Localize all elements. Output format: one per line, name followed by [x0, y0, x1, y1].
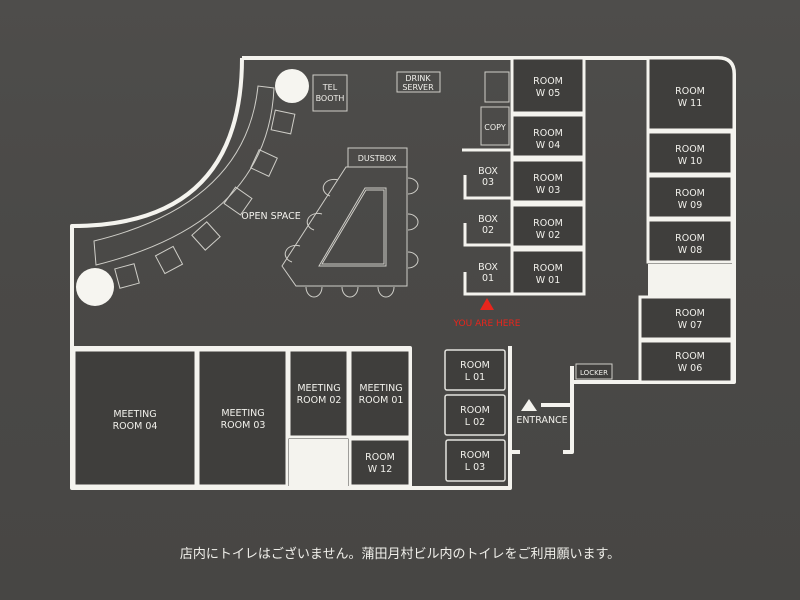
column-left [76, 268, 114, 306]
svg-text:ROOM: ROOM [460, 360, 490, 371]
svg-text:W 12: W 12 [368, 464, 393, 475]
meeting-room-03[interactable]: MEETING ROOM 03 [221, 408, 266, 431]
room-w06[interactable]: ROOM W 06 [675, 351, 705, 374]
right-lower-rooms [638, 295, 734, 384]
svg-text:ROOM: ROOM [675, 86, 705, 97]
open-space-label: OPEN SPACE [241, 211, 300, 222]
counter-seats [114, 109, 296, 289]
drink-server-label-2: SERVER [402, 83, 434, 92]
restroom-notice: 店内にトイレはございません。蒲田月村ビル内のトイレをご利用願います。 [179, 547, 621, 562]
svg-text:W 10: W 10 [678, 156, 703, 167]
box-01[interactable]: BOX 01 [478, 262, 498, 284]
svg-text:W 02: W 02 [536, 230, 561, 241]
svg-text:ROOM: ROOM [675, 233, 705, 244]
meeting-room-block [72, 348, 412, 488]
meeting-room-02[interactable]: MEETING ROOM 02 [297, 383, 342, 406]
dustbox-label: DUSTBOX [358, 154, 397, 163]
svg-text:L 01: L 01 [465, 372, 485, 383]
svg-text:W 11: W 11 [678, 98, 703, 109]
room-w04[interactable]: ROOM W 04 [533, 128, 563, 151]
svg-text:L 02: L 02 [465, 417, 485, 428]
svg-text:MEETING: MEETING [359, 383, 402, 394]
svg-text:ROOM: ROOM [460, 450, 490, 461]
svg-text:ROOM 03: ROOM 03 [221, 420, 266, 431]
svg-text:03: 03 [482, 177, 494, 188]
svg-text:MEETING: MEETING [221, 408, 264, 419]
locker[interactable] [575, 363, 613, 380]
meeting-room-04[interactable]: MEETING ROOM 04 [113, 409, 158, 432]
right-room-column [646, 56, 736, 264]
svg-text:ROOM: ROOM [533, 218, 563, 229]
svg-text:ROOM: ROOM [675, 188, 705, 199]
svg-text:ROOM: ROOM [533, 128, 563, 139]
svg-text:W 04: W 04 [536, 140, 561, 151]
tel-booth-label-1: TEL [322, 83, 338, 92]
drink-server[interactable] [396, 71, 441, 93]
room-w03[interactable]: ROOM W 03 [533, 173, 563, 196]
box-03[interactable]: BOX 03 [478, 166, 498, 188]
meeting-room-01[interactable]: MEETING ROOM 01 [359, 383, 404, 406]
svg-text:MEETING: MEETING [297, 383, 340, 394]
svg-text:ROOM: ROOM [675, 144, 705, 155]
svg-text:L 03: L 03 [465, 462, 485, 473]
svg-text:ROOM 04: ROOM 04 [113, 421, 158, 432]
copy-label: COPY [484, 123, 506, 132]
svg-text:01: 01 [482, 273, 494, 284]
service-area-lower [289, 439, 348, 486]
big-table [281, 166, 408, 287]
box-walls [463, 175, 512, 296]
svg-text:W 09: W 09 [678, 200, 703, 211]
svg-text:ROOM: ROOM [533, 76, 563, 87]
tel-booth[interactable] [312, 74, 348, 112]
svg-text:W 07: W 07 [678, 320, 703, 331]
room-w10[interactable]: ROOM W 10 [675, 144, 705, 167]
room-l03[interactable]: ROOM L 03 [460, 450, 490, 473]
copy-machine[interactable] [480, 106, 510, 146]
svg-text:W 03: W 03 [536, 185, 561, 196]
room-w05[interactable]: ROOM W 05 [533, 76, 563, 99]
room-w08[interactable]: ROOM W 08 [675, 233, 705, 256]
room-w11[interactable]: ROOM W 11 [675, 86, 705, 109]
you-are-here-label: YOU ARE HERE [453, 319, 521, 329]
room-l02[interactable]: ROOM L 02 [460, 405, 490, 428]
svg-text:MEETING: MEETING [113, 409, 156, 420]
table-chairs [284, 177, 419, 298]
svg-text:ROOM 02: ROOM 02 [297, 395, 342, 406]
box-02[interactable]: BOX 02 [478, 214, 498, 236]
room-w02[interactable]: ROOM W 02 [533, 218, 563, 241]
svg-text:ROOM: ROOM [365, 452, 395, 463]
svg-text:BOX: BOX [478, 262, 498, 273]
locker-label: LOCKER [580, 369, 608, 377]
svg-text:ROOM 01: ROOM 01 [359, 395, 404, 406]
room-w12[interactable]: ROOM W 12 [365, 452, 395, 475]
svg-text:ROOM: ROOM [533, 173, 563, 184]
l-room-block [444, 349, 506, 482]
svg-text:ROOM: ROOM [675, 308, 705, 319]
entrance-marker-icon [521, 399, 537, 411]
room-w09[interactable]: ROOM W 09 [675, 188, 705, 211]
svg-text:W 08: W 08 [678, 245, 703, 256]
svg-text:BOX: BOX [478, 166, 498, 177]
room-l01[interactable]: ROOM L 01 [460, 360, 490, 383]
you-are-here-marker-icon [480, 298, 494, 310]
svg-text:02: 02 [482, 225, 494, 236]
tel-booth-label-2: BOOTH [316, 94, 345, 103]
svg-text:W 06: W 06 [678, 363, 703, 374]
svg-text:ROOM: ROOM [675, 351, 705, 362]
service-area [648, 264, 732, 296]
svg-text:W 05: W 05 [536, 88, 561, 99]
column-top [275, 69, 309, 103]
svg-text:ROOM: ROOM [460, 405, 490, 416]
room-w07[interactable]: ROOM W 07 [675, 308, 705, 331]
entrance-label[interactable]: ENTRANCE [516, 415, 567, 426]
svg-text:BOX: BOX [478, 214, 498, 225]
drink-server-label-1: DRINK [405, 74, 431, 83]
storage-box [484, 71, 510, 103]
counter [93, 85, 275, 266]
room-w01[interactable]: ROOM W 01 [533, 263, 563, 286]
svg-text:W 01: W 01 [536, 275, 561, 286]
svg-text:ROOM: ROOM [533, 263, 563, 274]
